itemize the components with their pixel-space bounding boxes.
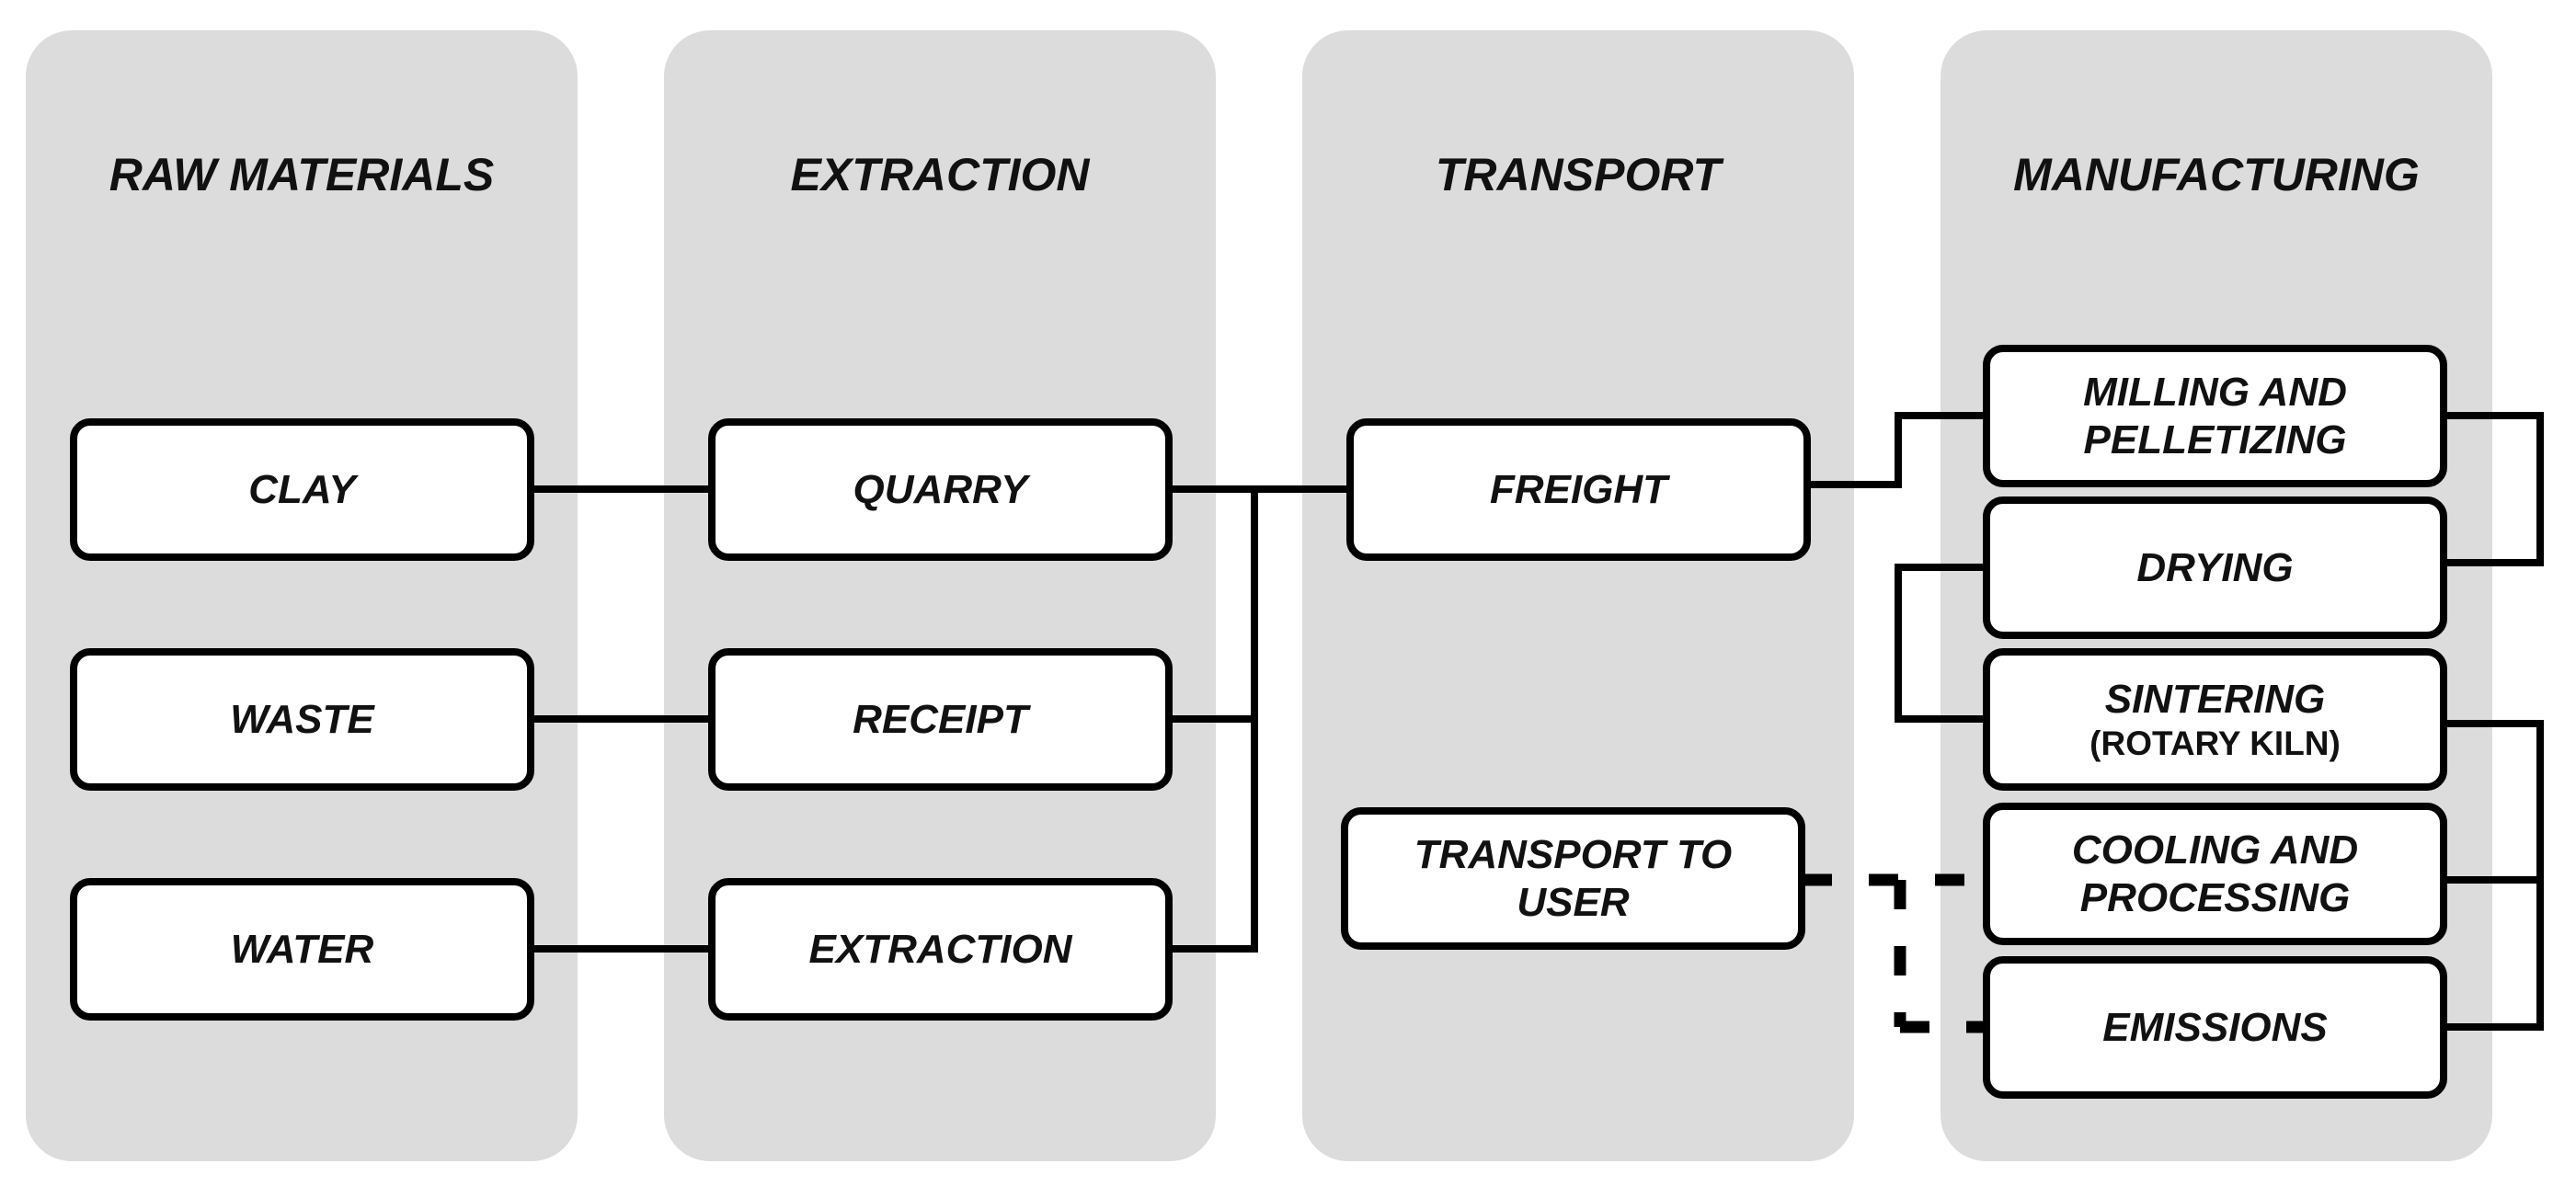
node-quarry-label: QUARRY — [853, 466, 1028, 512]
node-waste-label: WASTE — [230, 696, 374, 742]
node-clay: CLAY — [70, 418, 534, 561]
node-sintering-line2: (ROTARY KILN) — [2089, 724, 2341, 762]
link-milling-drying — [2441, 412, 2544, 566]
node-extraction-label: EXTRACTION — [808, 926, 1072, 972]
node-cooling-and-processing: COOLING AND PROCESSING — [1983, 803, 2447, 945]
node-receipt: RECEIPT — [708, 648, 1173, 791]
node-emissions-label: EMISSIONS — [2102, 1004, 2328, 1050]
node-freight-label: FREIGHT — [1489, 466, 1668, 512]
node-waste: WASTE — [70, 648, 534, 791]
column-transport — [1302, 30, 1854, 1161]
node-water-label: WATER — [230, 926, 374, 972]
node-milling-line1: MILLING AND — [2083, 369, 2347, 415]
link-freight-milling — [1804, 412, 1990, 488]
node-water: WATER — [70, 878, 534, 1021]
node-sintering: SINTERING (ROTARY KILN) — [1983, 648, 2447, 791]
node-clay-label: CLAY — [248, 466, 356, 512]
node-emissions: EMISSIONS — [1983, 956, 2447, 1099]
node-cooling-line2: PROCESSING — [2079, 874, 2351, 920]
link-sintering-emissions — [2441, 720, 2544, 1031]
node-receipt-label: RECEIPT — [853, 696, 1028, 742]
node-transport-to-user-line2: USER — [1517, 879, 1630, 925]
heading-extraction: EXTRACTION — [790, 149, 1090, 200]
node-transport-to-user-line1: TRANSPORT TO — [1414, 831, 1733, 877]
heading-raw-materials: RAW MATERIALS — [109, 149, 495, 200]
node-quarry: QUARRY — [708, 418, 1173, 561]
node-sintering-line1: SINTERING — [2104, 676, 2326, 722]
node-transport-to-user: TRANSPORT TO USER — [1341, 807, 1805, 950]
heading-transport: TRANSPORT — [1435, 149, 1722, 200]
node-freight: FREIGHT — [1346, 418, 1811, 561]
node-milling-line2: PELLETIZING — [2083, 416, 2347, 462]
node-drying-label: DRYING — [2136, 544, 2294, 590]
node-drying: DRYING — [1983, 496, 2447, 639]
node-milling-and-pelletizing: MILLING AND PELLETIZING — [1983, 345, 2447, 487]
node-cooling-line1: COOLING AND — [2071, 827, 2359, 873]
heading-manufacturing: MANUFACTURING — [2013, 149, 2420, 200]
link-dashed — [1803, 873, 1986, 1033]
node-extraction: EXTRACTION — [708, 878, 1173, 1021]
link-drying-sintering — [1895, 564, 1990, 723]
